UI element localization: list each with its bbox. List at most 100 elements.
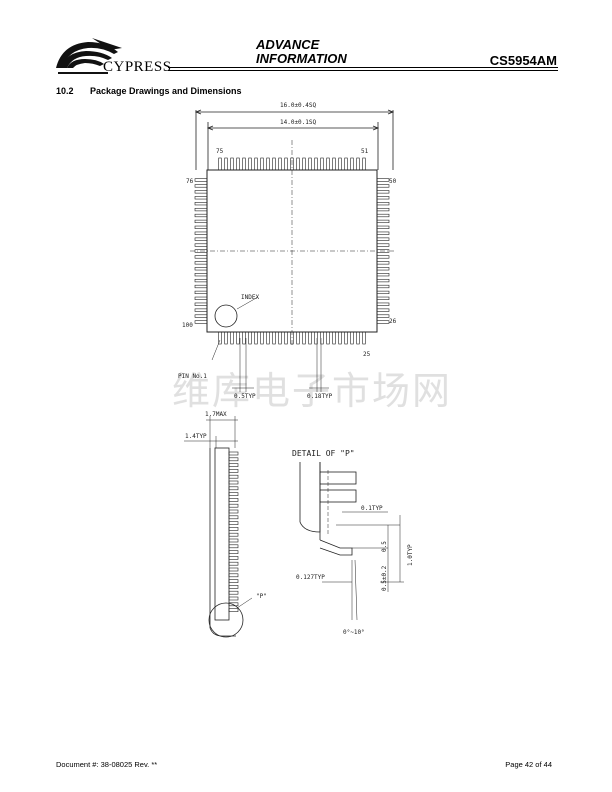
side-lead bbox=[228, 451, 239, 456]
lead-left bbox=[194, 202, 208, 206]
side-lead bbox=[228, 463, 239, 467]
lead-right bbox=[376, 207, 390, 212]
dim-a: 0.5 bbox=[381, 541, 388, 552]
side-lead bbox=[228, 527, 239, 531]
lead-right bbox=[376, 261, 390, 265]
lead-top bbox=[266, 157, 270, 171]
lead-bottom bbox=[356, 331, 360, 345]
lead-right bbox=[376, 202, 390, 206]
dim-pitch: 0.5TYP bbox=[234, 393, 256, 400]
lead-bottom bbox=[344, 331, 348, 345]
lead-right bbox=[376, 225, 390, 229]
lead-left bbox=[194, 261, 208, 265]
lead-left bbox=[194, 320, 208, 324]
side-lead bbox=[228, 573, 239, 578]
side-lead bbox=[228, 602, 239, 607]
lead-bottom bbox=[254, 331, 258, 345]
side-pin-array bbox=[228, 451, 239, 612]
side-lead bbox=[228, 457, 239, 462]
side-lead bbox=[228, 532, 239, 537]
lead-right bbox=[376, 296, 390, 300]
lead-left bbox=[194, 231, 208, 235]
side-lead bbox=[228, 469, 239, 473]
lead-bottom bbox=[326, 331, 330, 345]
lead-top bbox=[254, 157, 258, 171]
section-title: Package Drawings and Dimensions bbox=[90, 86, 242, 96]
lead-left bbox=[194, 243, 208, 247]
lead-left bbox=[194, 255, 208, 259]
lead-bottom bbox=[260, 331, 264, 345]
dim-body: 14.0±0.1SQ bbox=[280, 119, 317, 126]
lead-bottom bbox=[242, 331, 246, 345]
side-lead bbox=[228, 509, 239, 514]
lead-bottom bbox=[248, 331, 252, 345]
lead-left bbox=[194, 225, 208, 229]
lead-top bbox=[356, 157, 360, 171]
pin-label-76: 76 bbox=[186, 178, 194, 185]
side-lead bbox=[228, 480, 239, 485]
lead-top bbox=[272, 157, 276, 171]
lead-right bbox=[376, 231, 390, 235]
pin-label-25: 25 bbox=[363, 351, 371, 358]
lead-bottom bbox=[332, 331, 336, 345]
lead-right bbox=[376, 302, 390, 306]
lead-right bbox=[376, 219, 390, 224]
lead-left bbox=[194, 213, 208, 218]
lead-top bbox=[242, 157, 246, 171]
pin-label-75: 75 bbox=[216, 148, 224, 155]
pin-label-51: 51 bbox=[361, 148, 369, 155]
lead-bottom bbox=[314, 331, 318, 345]
lead-bottom bbox=[236, 331, 240, 345]
lead-right bbox=[376, 237, 390, 241]
dim-standoff: 1.4TYP bbox=[185, 433, 207, 440]
lead-top bbox=[362, 157, 366, 171]
lead-bottom bbox=[230, 331, 234, 345]
lead-bottom bbox=[278, 331, 282, 345]
lead-top bbox=[224, 157, 228, 171]
header-rule bbox=[168, 67, 558, 68]
lead-right bbox=[376, 184, 390, 188]
section-number: 10.2 bbox=[56, 86, 74, 96]
lead-top bbox=[350, 157, 354, 171]
side-lead bbox=[228, 590, 239, 595]
lead-left bbox=[194, 184, 208, 188]
lead-top bbox=[230, 157, 234, 171]
dim-outer: 16.0±0.4SQ bbox=[280, 102, 317, 109]
lead-bottom bbox=[224, 331, 228, 345]
lead-top bbox=[236, 157, 240, 171]
lead-bottom bbox=[296, 331, 300, 345]
lead-right bbox=[376, 213, 390, 218]
side-lead bbox=[228, 515, 239, 520]
lead-left bbox=[194, 249, 208, 253]
side-lead bbox=[228, 521, 239, 525]
lead-left bbox=[194, 190, 208, 194]
lead-top bbox=[308, 157, 312, 171]
detail-view bbox=[299, 462, 404, 621]
lead-top bbox=[296, 157, 300, 171]
lead-left bbox=[194, 273, 208, 277]
lead-bottom bbox=[350, 331, 354, 345]
pin-label-26: 26 bbox=[389, 318, 397, 325]
lead-top bbox=[248, 157, 252, 171]
header-rule bbox=[168, 70, 558, 71]
lead-right bbox=[376, 320, 390, 324]
lead-right bbox=[376, 267, 390, 271]
side-lead bbox=[228, 498, 239, 502]
lead-left bbox=[194, 207, 208, 212]
lead-bottom bbox=[272, 331, 276, 345]
lead-right bbox=[376, 290, 390, 295]
lead-top bbox=[290, 157, 294, 171]
lead-top bbox=[278, 157, 282, 171]
lead-top bbox=[338, 157, 342, 171]
lead-left bbox=[194, 196, 208, 200]
pin-array bbox=[194, 157, 390, 345]
page-number: Page 42 of 44 bbox=[505, 760, 552, 769]
lead-right bbox=[376, 255, 390, 259]
side-lead bbox=[228, 538, 239, 543]
lead-right bbox=[376, 249, 390, 253]
side-lead bbox=[228, 503, 239, 508]
lead-left bbox=[194, 308, 208, 312]
side-lead bbox=[228, 474, 239, 479]
dim-height: 1.7MAX bbox=[205, 411, 227, 418]
